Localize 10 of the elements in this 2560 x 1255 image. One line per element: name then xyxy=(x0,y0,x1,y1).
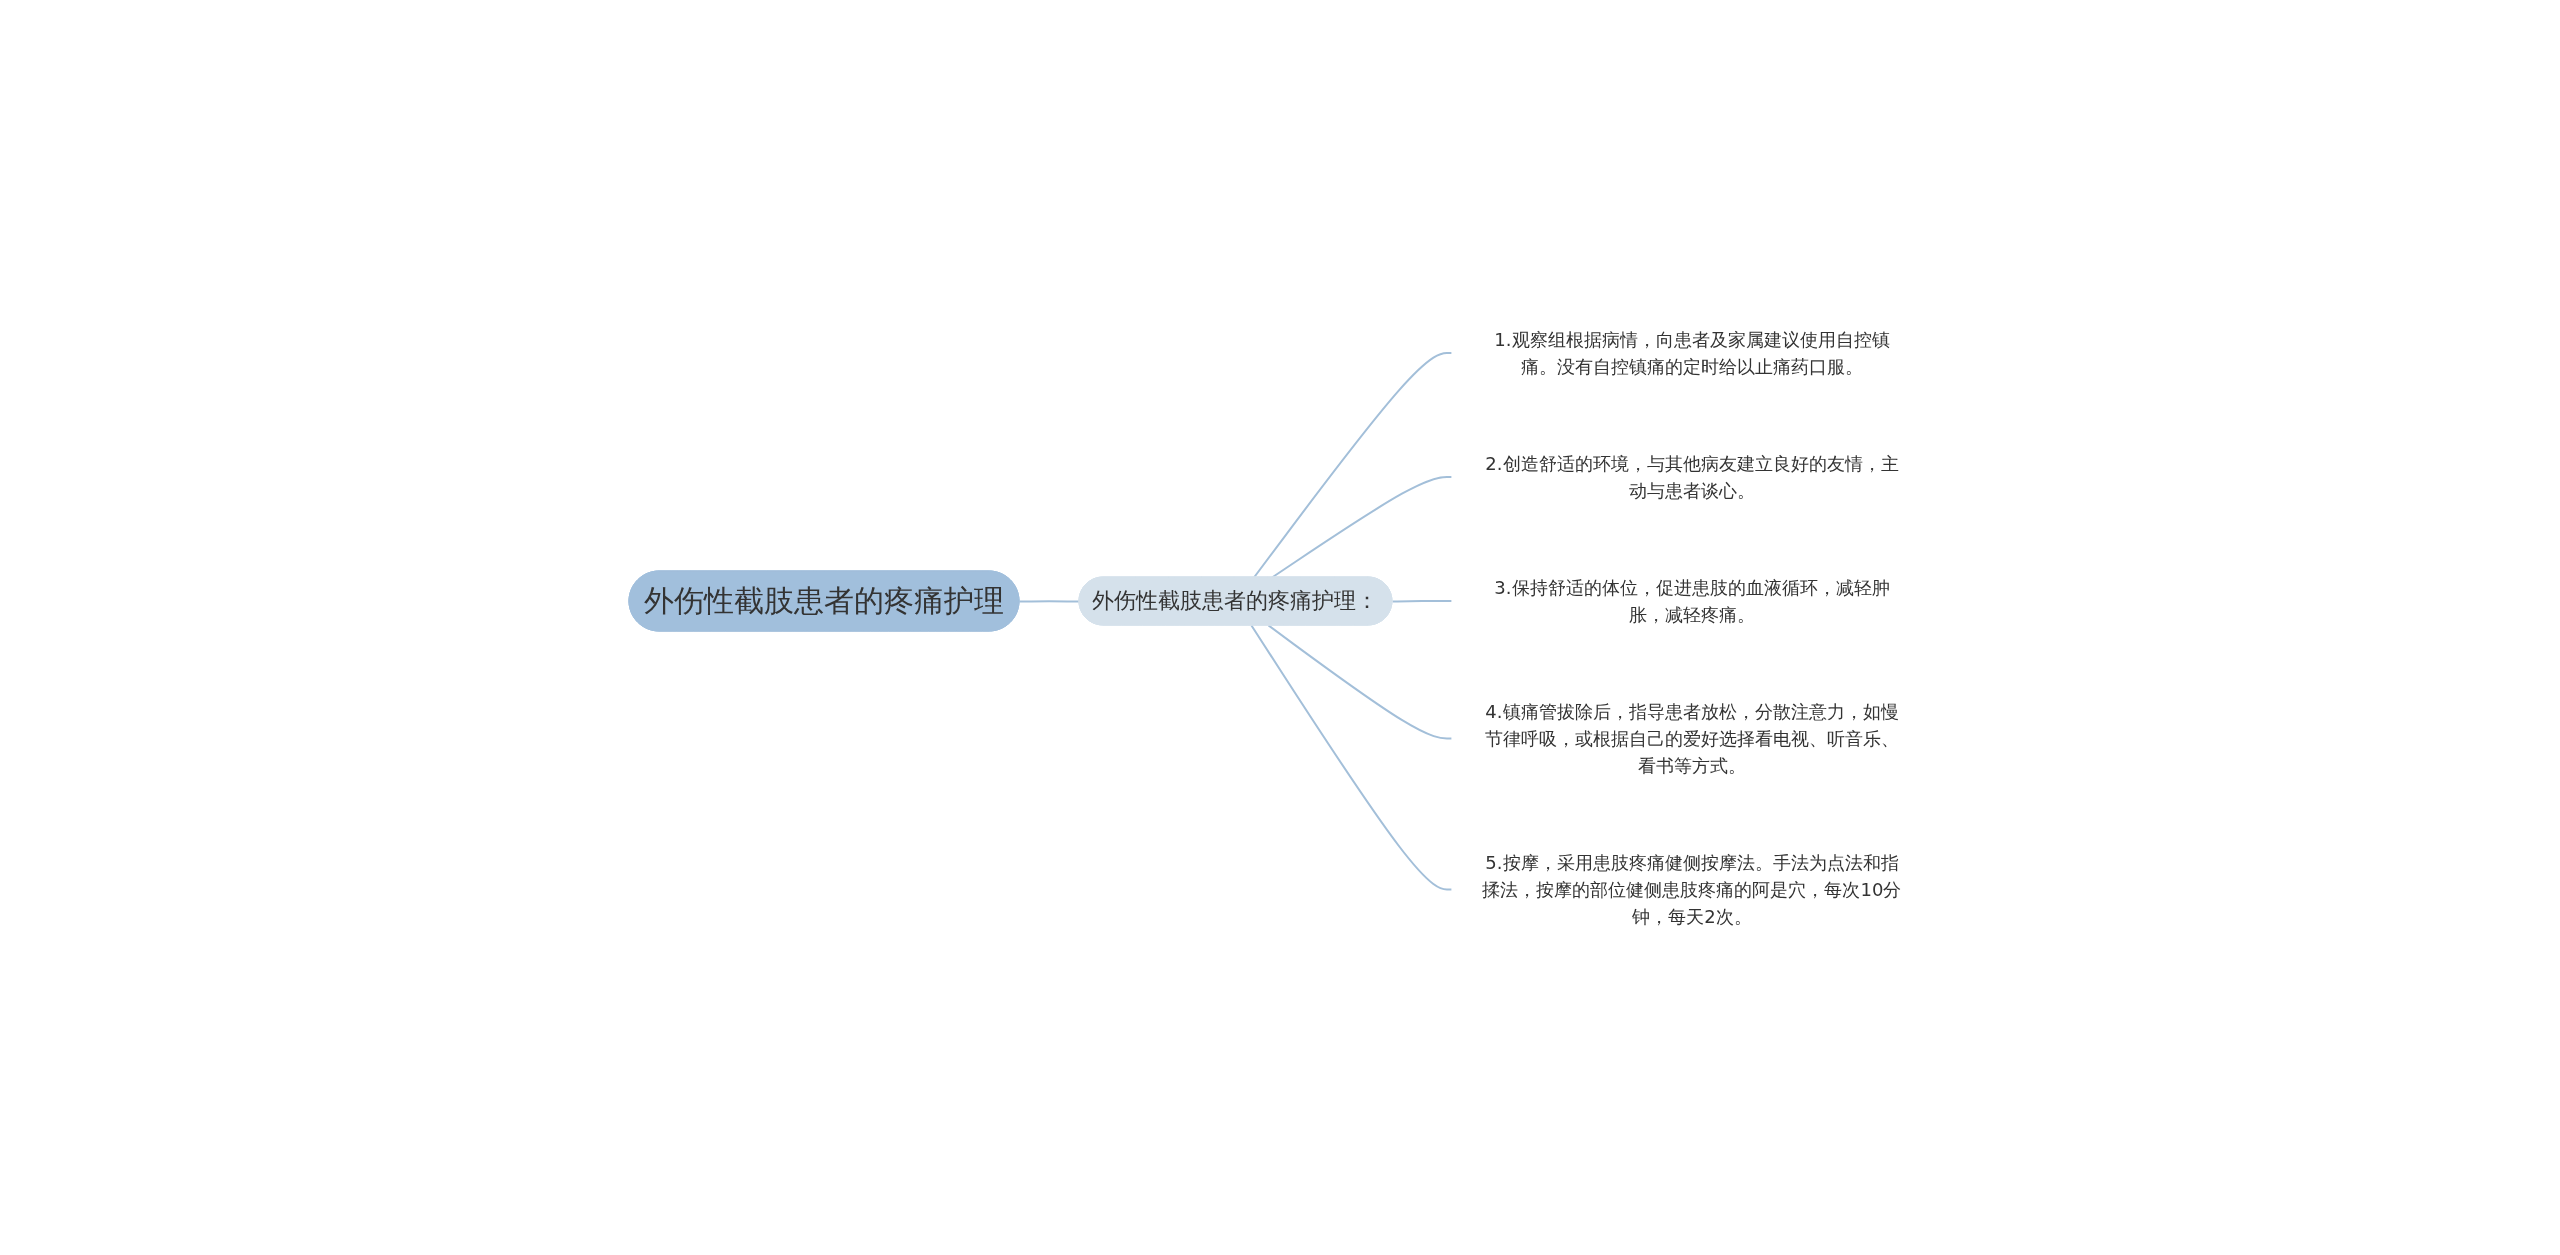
node-text: 3.保持舒适的体位，促进患肢的血液循环，减轻肿胀，减轻疼痛。 xyxy=(1493,576,1890,625)
node-text: 2.创造舒适的环境，与其他病友建立良好的友情，主动与患者谈心。 xyxy=(1484,452,1899,501)
connector xyxy=(1018,599,1080,602)
connector xyxy=(1252,351,1453,578)
node-text: 4.镇痛管拔除后，指导患者放松，分散注意力，如慢节律呼吸，或根据自己的爱好选择看电视、听音乐、看书等方式。 xyxy=(1484,700,1899,776)
connector xyxy=(1250,624,1453,890)
node-text: 1.观察组根据病情，向患者及家属建议使用自控镇痛。没有自控镇痛的定时给以止痛药口服。 xyxy=(1493,328,1890,377)
connector xyxy=(1390,599,1453,602)
node-text: 5.按摩，采用患肢疼痛健侧按摩法。手法为点法和指揉法，按摩的部位健侧患肢疼痛的阿是穴，每次10分钟，每天2次。 xyxy=(1482,851,1901,927)
connector xyxy=(1267,624,1453,739)
